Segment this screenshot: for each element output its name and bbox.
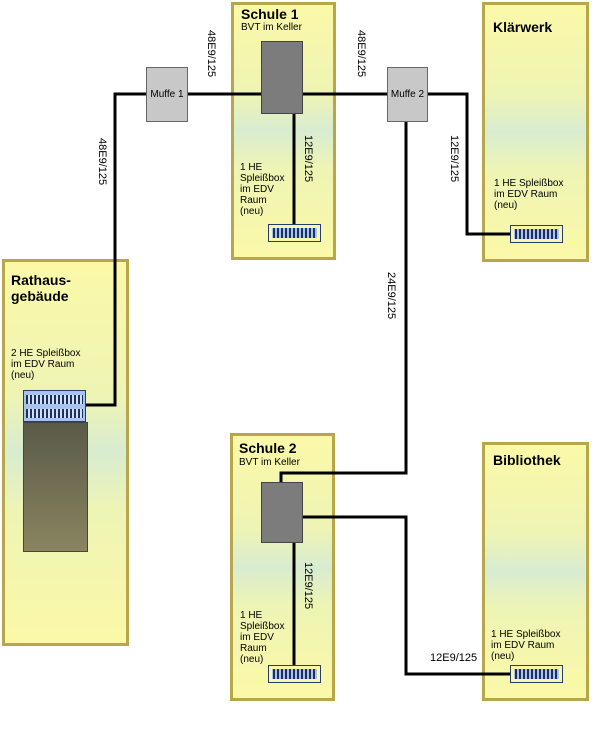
- rathaus-splice-row-1: [26, 395, 83, 404]
- label-schule1-internal: 12E9/125: [302, 135, 314, 183]
- schule-1-subtitle: BVT im Keller: [241, 22, 302, 33]
- schule-1-title: Schule 1: [241, 6, 299, 22]
- label-muffe1-schule1: 48E9/125: [205, 30, 217, 78]
- schule-2-bvt: [261, 482, 303, 543]
- label-muffe2-schule2: 24E9/125: [385, 272, 397, 320]
- schule-2-note: 1 HE Spleißbox im EDV Raum (neu): [240, 610, 285, 665]
- klaerwerk-note: 1 HE Spleißbox im EDV Raum (neu): [494, 178, 564, 211]
- bibliothek-splice-box: [510, 665, 563, 683]
- klaerwerk-splice-box: [510, 225, 563, 243]
- rathaus-splice-row-2: [26, 409, 83, 418]
- cable-muffe2-schule2: [279, 122, 408, 482]
- schule-2-title: Schule 2: [239, 440, 297, 456]
- bibliothek-title: Bibliothek: [493, 452, 561, 468]
- schule-2-splice-box: [268, 665, 321, 683]
- cable-muffe2-klaerwerk: [428, 92, 511, 236]
- bibliothek-note: 1 HE Spleißbox im EDV Raum (neu): [491, 629, 561, 662]
- muffe-1-box: Muffe 1: [146, 67, 188, 122]
- cable-schule2-bibliothek: [303, 515, 511, 676]
- cable-rathaus-muffe1: [86, 92, 146, 407]
- building-bibliothek: [482, 442, 589, 701]
- muffe-1-label: Muffe 1: [150, 89, 184, 100]
- building-klaerwerk: [482, 2, 589, 262]
- schule-2-subtitle: BVT im Keller: [239, 457, 300, 468]
- klaerwerk-title: Klärwerk: [493, 19, 553, 35]
- label-schule2-bibliothek: 12E9/125: [430, 652, 478, 664]
- schule-1-note: 1 HE Spleißbox im EDV Raum (neu): [240, 162, 285, 217]
- schule-1-splice-box: [268, 224, 321, 242]
- rathaus-cabinet: [23, 422, 88, 552]
- muffe-2-label: Muffe 2: [390, 89, 425, 100]
- rathaus-note: 2 HE Spleißbox im EDV Raum (neu): [11, 348, 81, 381]
- label-muffe2-klaerwerk: 12E9/125: [448, 135, 460, 183]
- rathaus-splice-box: [23, 390, 86, 422]
- muffe-2-box: Muffe 2: [387, 67, 428, 122]
- label-schule1-muffe2: 48E9/125: [355, 30, 367, 78]
- building-schule-2: [230, 433, 335, 701]
- schule-1-bvt: [261, 41, 303, 114]
- label-schule2-internal: 12E9/125: [302, 562, 314, 610]
- label-rathaus-muffe1: 48E9/125: [96, 138, 108, 186]
- rathaus-title: Rathaus- gebäude: [11, 272, 71, 304]
